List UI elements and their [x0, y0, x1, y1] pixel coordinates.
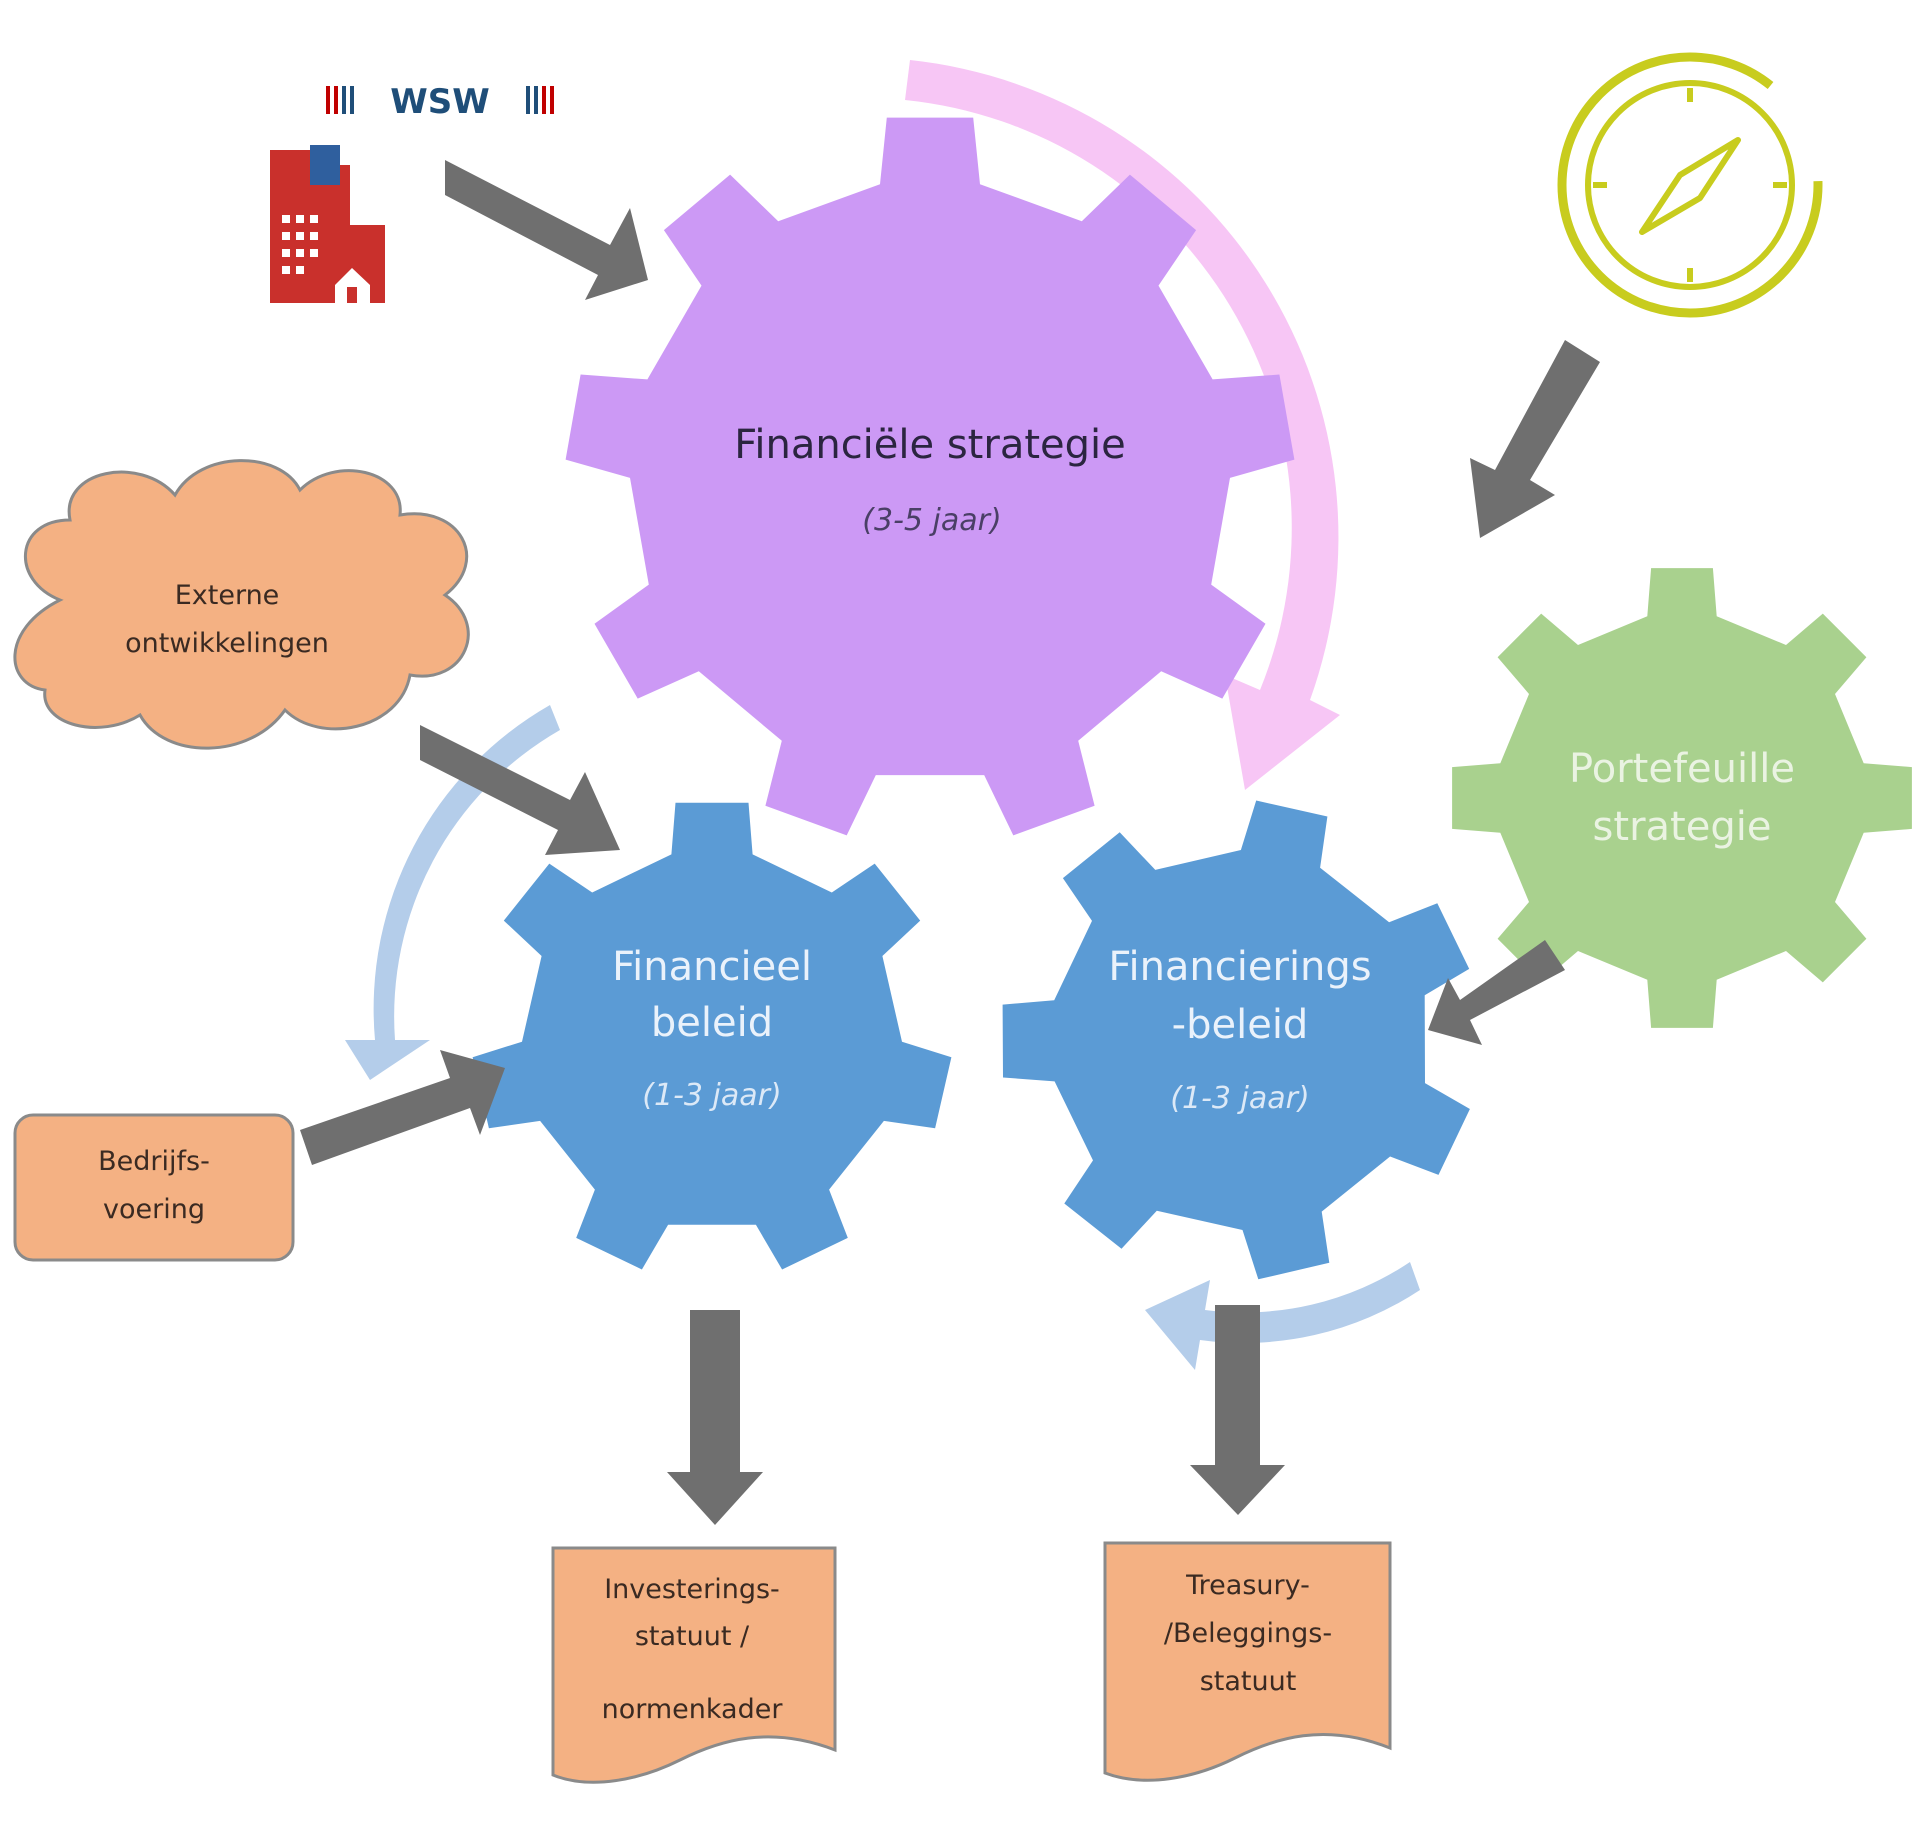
financing-policy-period: (1-3 jaar) — [1170, 1081, 1309, 1116]
financing-policy-title-line2: -beleid — [1172, 1002, 1309, 1048]
financial-policy-title-line2: beleid — [651, 1000, 773, 1046]
financial-policy-period: (1-3 jaar) — [642, 1078, 781, 1113]
financial-policy-title-line1: Financieel — [612, 944, 812, 990]
investment-statute-document — [551, 1546, 837, 1784]
treasury-statute-line2: /Beleggings- — [1164, 1618, 1332, 1649]
financing-policy-gear — [1002, 800, 1470, 1280]
financial-strategy-gear — [565, 117, 1295, 836]
arrow-wsw-to-strategy — [445, 160, 648, 300]
financing-policy-title-line1: Financierings — [1108, 944, 1371, 990]
operations-line1: Bedrijfs- — [98, 1146, 210, 1177]
external-developments-line2: ontwikkelingen — [125, 628, 329, 659]
portfolio-strategy-gear — [1452, 568, 1912, 1028]
investment-statute-line3: normenkader — [602, 1694, 784, 1725]
pink-cycle-arrow — [905, 60, 1340, 790]
portfolio-strategy-title-line2: strategie — [1593, 804, 1772, 850]
arrow-operations-to-financial-policy — [300, 1050, 505, 1165]
financial-policy-gear — [472, 802, 952, 1270]
arrow-compass-to-strategy — [1470, 340, 1600, 538]
government-building-icon — [270, 145, 385, 303]
portfolio-strategy-title-line1: Portefeuille — [1569, 746, 1795, 792]
external-developments-line1: Externe — [175, 580, 280, 611]
arrow-financing-policy-to-treasury — [1190, 1305, 1285, 1515]
treasury-statute-line1: Treasury- — [1185, 1570, 1310, 1601]
wsw-logo: WSW — [325, 82, 555, 122]
arrow-external-to-financial-policy — [420, 725, 620, 855]
investment-statute-line1: Investerings- — [604, 1574, 780, 1605]
blue-cycle-arrow-bottom — [1145, 1262, 1420, 1370]
treasury-statute-document — [1103, 1541, 1392, 1782]
compass-icon — [1557, 52, 1823, 318]
blue-cycle-arrow-left — [345, 705, 560, 1080]
financial-strategy-title: Financiële strategie — [734, 422, 1125, 468]
operations-line2: voering — [103, 1194, 205, 1225]
external-developments-cloud — [13, 459, 470, 750]
financial-strategy-period: (3-5 jaar) — [862, 503, 1001, 538]
wsw-logo-text: WSW — [390, 82, 490, 122]
arrow-financial-policy-to-investment — [667, 1310, 763, 1525]
investment-statute-line2: statuut / — [635, 1621, 750, 1652]
arrow-portfolio-to-financing-policy — [1428, 940, 1565, 1045]
treasury-statute-line3: statuut — [1200, 1666, 1297, 1697]
operations-box — [13, 1113, 295, 1262]
